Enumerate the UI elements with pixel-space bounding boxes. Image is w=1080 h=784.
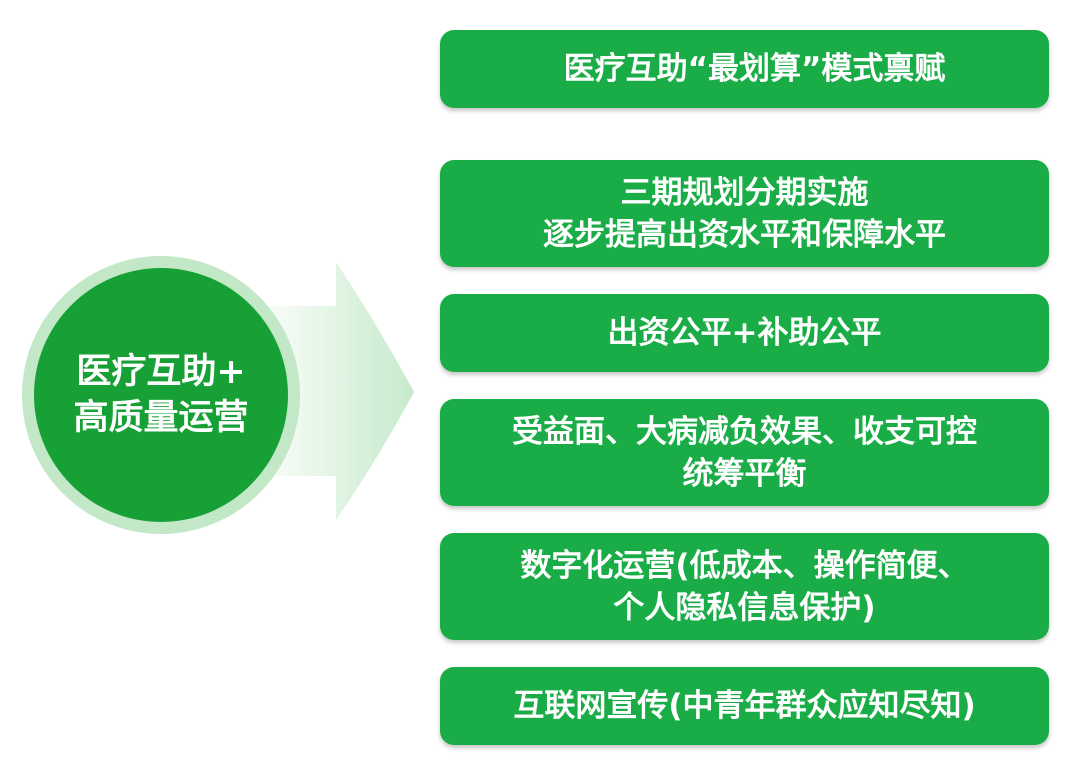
center-title-line-1: 医疗互助+ <box>76 352 246 392</box>
item-box-benefits-line-2: 统筹平衡 <box>682 455 807 492</box>
item-box-phased-plan-line-1: 三期规划分期实施 <box>620 174 869 211</box>
item-box-internet-promo-text: 互联网宣传(中青年群众应知尽知) <box>513 688 976 724</box>
item-box-internet-promo: 互联网宣传(中青年群众应知尽知) <box>440 667 1049 745</box>
item-box-fairness: 出资公平+补助公平 <box>440 294 1049 372</box>
item-box-fairness-text: 出资公平+补助公平 <box>607 315 882 351</box>
item-box-phased-plan-line-2: 逐步提高出资水平和保障水平 <box>543 216 946 253</box>
item-box-digital-ops: 数字化运营(低成本、操作简便、 个人隐私信息保护) <box>440 533 1049 640</box>
arrow-shape <box>250 262 414 520</box>
item-box-digital-ops-line-1: 数字化运营(低成本、操作简便、 <box>520 547 969 584</box>
item-box-model: 医疗互助“最划算”模式禀赋 <box>440 30 1049 108</box>
item-box-benefits: 受益面、大病减负效果、收支可控 统筹平衡 <box>440 399 1049 506</box>
center-title-line-2: 高质量运营 <box>73 398 249 438</box>
item-box-digital-ops-line-2: 个人隐私信息保护) <box>613 589 876 626</box>
center-circle: 医疗互助+ 高质量运营 <box>34 268 288 522</box>
item-box-phased-plan: 三期规划分期实施 逐步提高出资水平和保障水平 <box>440 160 1049 267</box>
item-box-benefits-line-1: 受益面、大病减负效果、收支可控 <box>512 413 977 450</box>
item-box-model-text: 医疗互助“最划算”模式禀赋 <box>563 51 946 87</box>
